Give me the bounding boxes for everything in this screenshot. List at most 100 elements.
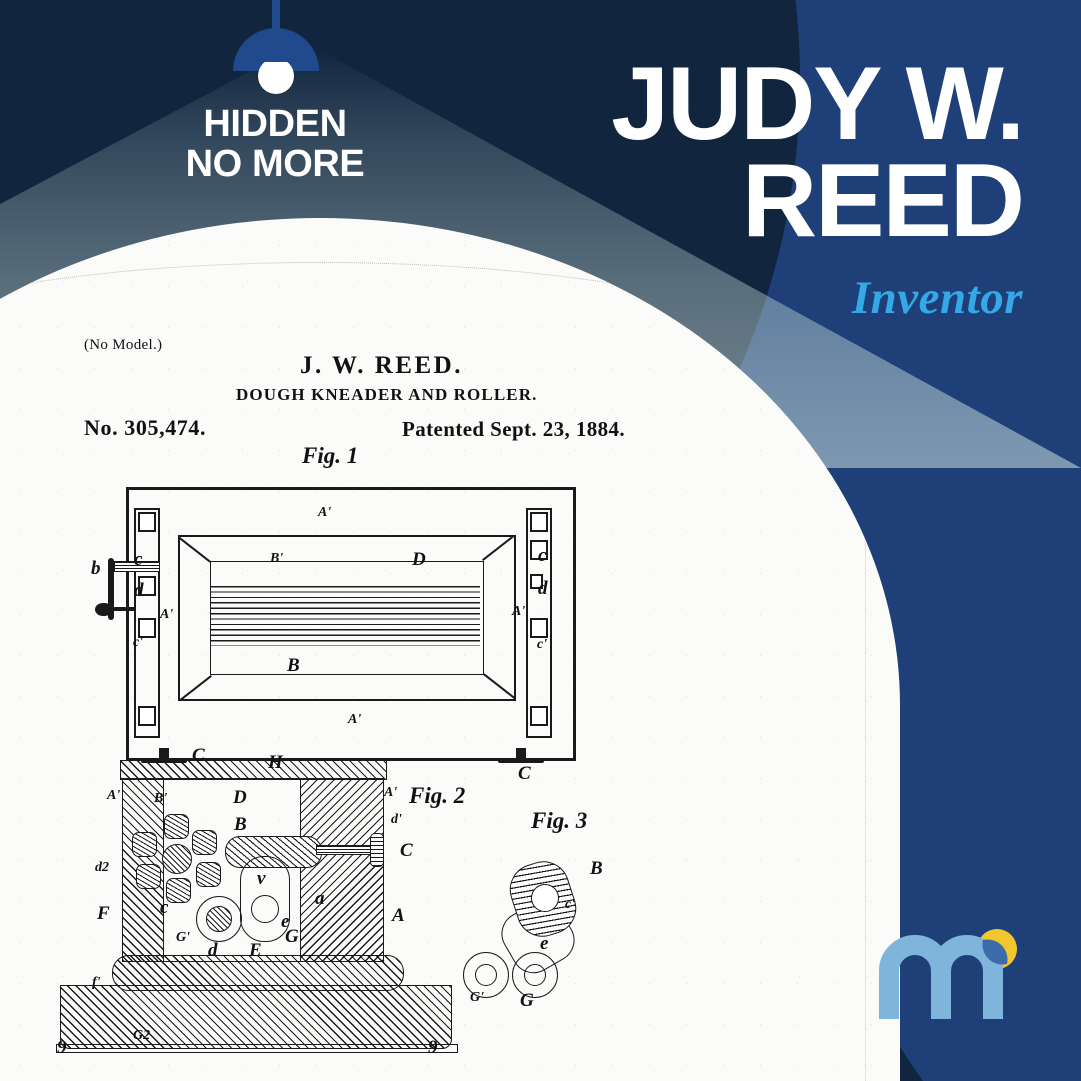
logo-overlap-dot [982, 939, 1008, 965]
figure-2-caption: Fig. 2 [409, 783, 466, 808]
patent-part-label: C [518, 763, 531, 784]
patent-part-label: c [134, 549, 143, 570]
figure-1-crank-rod [110, 607, 134, 611]
patent-part-label: D [233, 787, 247, 808]
figure-2-plinth [56, 1044, 458, 1053]
campaign-tagline: HIDDEN NO MORE [110, 104, 440, 185]
figure-2-strap-eye [251, 895, 279, 923]
patent-part-label: B [287, 655, 300, 676]
figure-1-hopper-edge [179, 537, 211, 563]
patent-part-label: v [257, 868, 266, 889]
patent-part-label: D [412, 549, 426, 570]
patent-part-label: G [520, 990, 534, 1011]
patent-part-label: b [91, 558, 101, 579]
lamp-cord-icon [272, 0, 280, 34]
patent-part-label: A' [512, 604, 526, 619]
patent-part-label: f' [92, 975, 101, 990]
patent-model-note: (No Model.) [84, 337, 163, 353]
patent-part-label: G [285, 926, 299, 947]
figure-2-gear-hub [162, 844, 192, 874]
figure-2-skirt [60, 985, 452, 1049]
feature-role: Inventor [851, 272, 1023, 325]
patent-document: (No Model.) J. W. REED. DOUGH KNEADER AN… [0, 218, 900, 1081]
patent-part-label: 9 [57, 1037, 67, 1058]
figure-1-bracket [530, 706, 548, 726]
figure-2-right-wall [300, 778, 384, 962]
feature-name-line-1: JUDY W. [611, 46, 1025, 162]
patent-date: Patented Sept. 23, 1884. [402, 417, 626, 441]
patent-part-label: A' [318, 505, 332, 520]
patent-part-label: G' [176, 930, 190, 945]
figure-3-caption: Fig. 3 [531, 808, 588, 833]
figure-3-pulley-inner [475, 964, 497, 986]
figure-2-bearing-inner [206, 906, 232, 932]
figure-1-foot-stem [159, 748, 169, 760]
figure-1-left-post [134, 508, 160, 738]
patent-part-label: H [268, 752, 283, 773]
figure-1-foot-stem [516, 748, 526, 760]
tagline-line-2: NO MORE [185, 143, 365, 186]
figure-2-axle [316, 845, 374, 855]
figure-3-pulley-outer [463, 952, 509, 998]
patent-part-label: c [160, 897, 169, 918]
patent-part-label: d' [391, 812, 402, 827]
figure-2-axle-cap [370, 833, 384, 867]
patent-part-label: C [192, 745, 205, 766]
patent-part-label: B [234, 814, 247, 835]
figure-2-strap [240, 856, 290, 942]
patent-part-label: c [538, 545, 547, 566]
patent-content: (No Model.) J. W. REED. DOUGH KNEADER AN… [0, 218, 900, 1081]
logo-letter-m [879, 935, 1003, 1019]
figure-1-bracket [530, 540, 548, 560]
figure-3-gear-hub [531, 884, 559, 912]
patent-part-label: A' [160, 607, 174, 622]
patent-part-label: d [538, 578, 548, 599]
patent-part-label: B' [270, 551, 284, 566]
figure-1-right-post [526, 508, 552, 738]
patent-part-label: B' [154, 791, 168, 806]
patent-part-label: C [400, 840, 413, 861]
patent-part-label: d [134, 580, 144, 601]
patent-part-label: c' [537, 637, 548, 652]
figure-1-hopper-edge [482, 535, 514, 562]
figure-1-shaft [114, 561, 160, 572]
patent-part-label: 9 [428, 1037, 438, 1058]
figure-1-hopper-edge [180, 674, 212, 701]
patent-part-label: e [540, 933, 549, 954]
figure-1-bracket [138, 706, 156, 726]
patent-part-label: A' [348, 712, 362, 727]
patent-part-label: G2 [133, 1028, 151, 1043]
patent-part-label: c' [565, 897, 576, 912]
figure-1-rollers [210, 586, 480, 646]
figure-1-bracket [138, 618, 156, 638]
patent-part-label: A [392, 905, 405, 926]
figure-1-handle-plate [108, 558, 114, 620]
figure-1-caption: Fig. 1 [302, 443, 359, 468]
patent-part-label: e [281, 911, 290, 932]
figure-1-bracket [530, 618, 548, 638]
patent-title: DOUGH KNEADER AND ROLLER. [236, 385, 538, 404]
feature-name-block: JUDY W. REED Inventor [423, 46, 1025, 325]
lamp-bulb-icon [258, 58, 294, 94]
organization-logo[interactable] [879, 919, 1029, 1029]
patent-part-label: A' [384, 785, 398, 800]
figure-1-bracket [530, 574, 543, 589]
patent-part-label: d [208, 940, 218, 961]
patent-part-label: B [590, 858, 603, 879]
figure-1-bracket [530, 512, 548, 532]
figure-1-hopper-edge [483, 673, 515, 699]
patent-part-label: c' [133, 635, 144, 650]
feature-name-line-2: REED [742, 142, 1025, 259]
figure-1-bracket [138, 512, 156, 532]
patent-number: No. 305,474. [84, 415, 207, 440]
figure-3-pulley-inner [524, 964, 546, 986]
figure-3-pulley-outer [512, 952, 558, 998]
patent-part-label: A' [107, 788, 121, 803]
figure-1-foot [498, 758, 544, 763]
patent-part-label: G' [470, 990, 484, 1005]
figure-1-frame [126, 487, 576, 761]
figure-2-top-plate [120, 760, 387, 780]
lamp-bulb-mask [252, 48, 300, 62]
tagline-line-1: HIDDEN [203, 103, 347, 145]
